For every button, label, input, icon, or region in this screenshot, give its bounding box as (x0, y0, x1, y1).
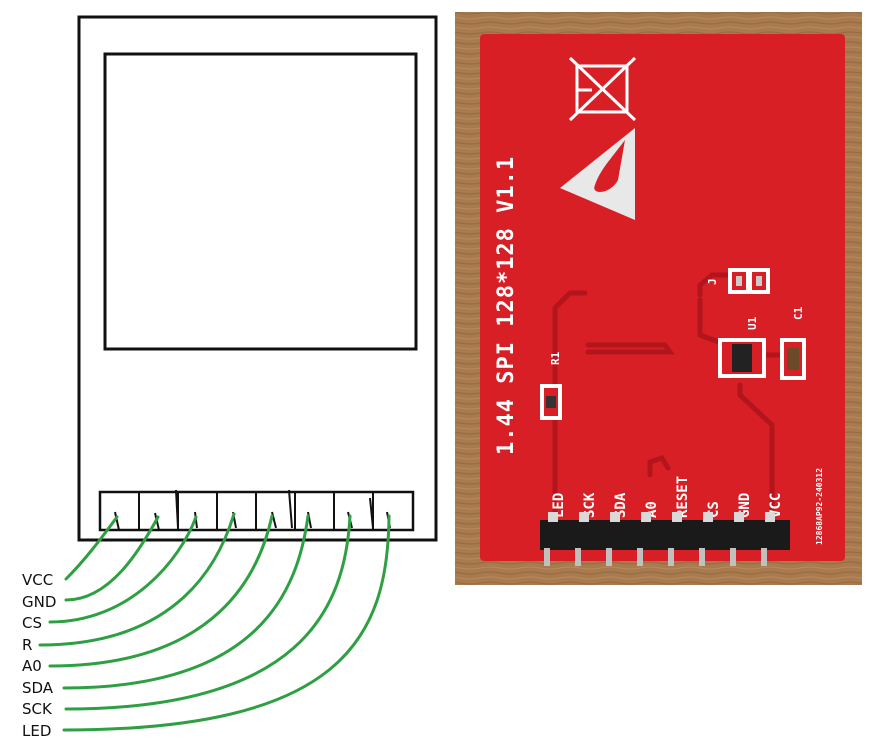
label-cs: CS (22, 614, 42, 632)
c1-capacitor: C1 (780, 306, 806, 380)
wire-gnd (64, 515, 160, 602)
wire-sda (62, 514, 310, 690)
pcb-pin-sck: SCK (582, 492, 598, 518)
screen-area (103, 52, 418, 351)
wire-led (62, 514, 391, 732)
label-r: R (22, 636, 32, 654)
pcb (480, 34, 845, 561)
board-photo: 1.44 SPI 128*128 V1.1 R1 J (455, 12, 862, 585)
serial-text: 12868AP92-240312 (815, 468, 824, 545)
weee-bin-icon (568, 56, 637, 122)
label-a0: A0 (22, 657, 42, 675)
wires (38, 512, 391, 732)
j-label: J (706, 278, 719, 285)
c1-label: C1 (792, 306, 805, 320)
label-gnd: GND (22, 593, 56, 611)
pcb-pin-reset: RESET (675, 476, 691, 518)
jumper-pad: J (706, 268, 770, 294)
r1-resistor: R1 (540, 351, 562, 420)
label-sda: SDA (22, 679, 54, 697)
module-schematic (77, 15, 438, 542)
esd-warning-icon (560, 128, 635, 220)
r1-label: R1 (549, 351, 562, 365)
wire-sck (64, 514, 352, 711)
header-pins (540, 512, 790, 566)
label-led: LED (22, 722, 51, 740)
pin-header (98, 490, 415, 532)
wire-labels: VCC GND CS R A0 SDA SCK LED (22, 571, 56, 740)
wire-cs (48, 515, 198, 624)
label-sck: SCK (22, 700, 53, 718)
u1-label: U1 (746, 316, 759, 330)
u1-chip: U1 (718, 316, 766, 378)
wire-a0 (48, 514, 274, 668)
pcb-pin-vcc: VCC (768, 493, 784, 518)
pcb-pin-led: LED (551, 493, 567, 518)
model-text: 1.44 SPI 128*128 V1.1 (494, 156, 519, 455)
label-vcc: VCC (22, 571, 53, 589)
wire-vcc (64, 515, 119, 581)
pcb-pin-sda: SDA (613, 492, 629, 518)
wire-r (38, 512, 236, 647)
pcb-pin-gnd: GND (737, 493, 753, 518)
